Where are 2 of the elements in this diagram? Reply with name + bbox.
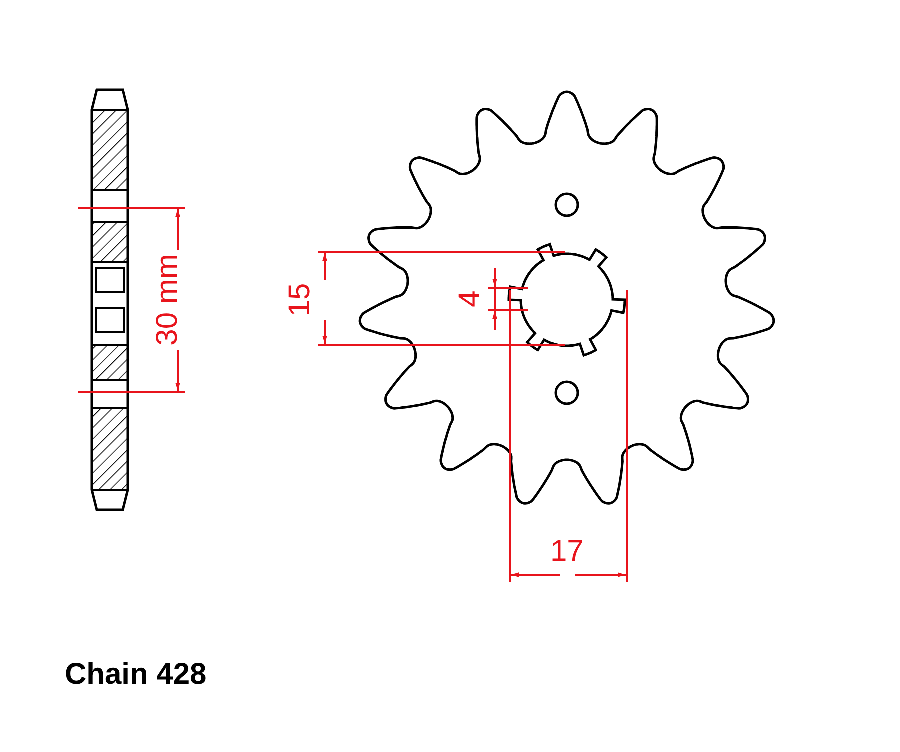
- dimension-value: 17: [550, 537, 584, 567]
- chain-size-label: Chain 428: [65, 660, 207, 690]
